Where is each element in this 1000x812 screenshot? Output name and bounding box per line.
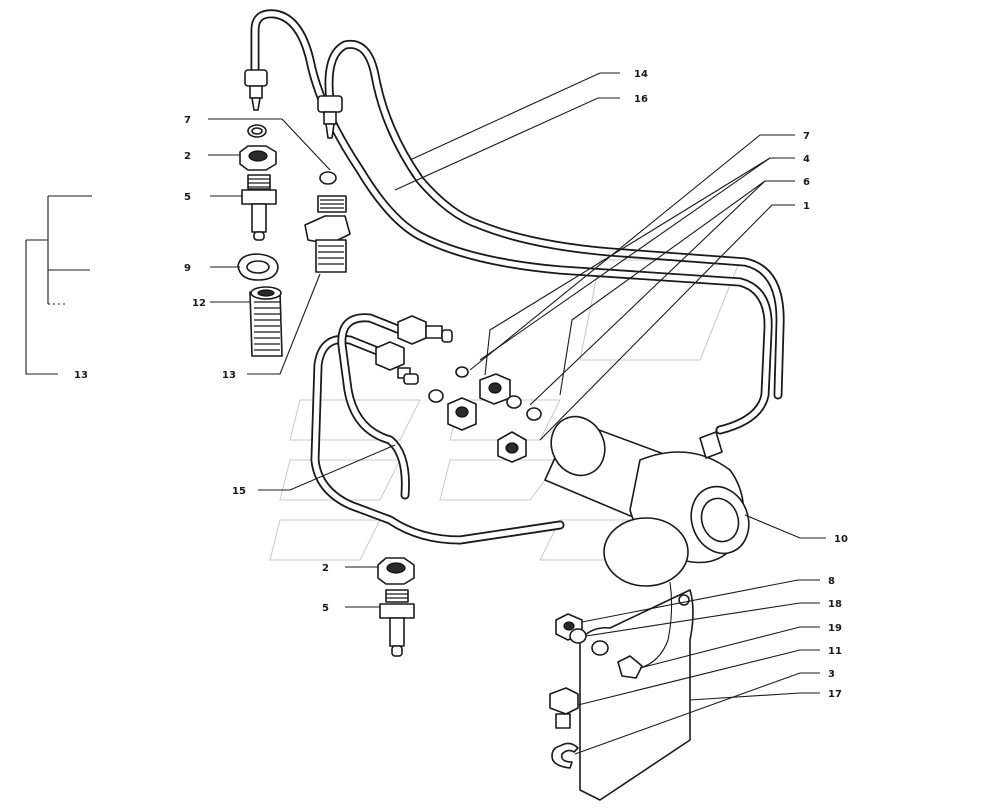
callout-11: 11 <box>828 646 842 657</box>
callout-6: 6 <box>803 177 810 188</box>
callout-13-left: 13 <box>74 370 88 381</box>
top-fitting-left <box>244 69 268 111</box>
callout-5-top: 5 <box>184 192 191 203</box>
screw-19 <box>617 655 643 679</box>
fuel-filter-10 <box>544 415 750 587</box>
callout-5-bottom: 5 <box>322 603 329 614</box>
callout-19: 19 <box>828 623 842 634</box>
banjo-bolts <box>428 366 542 463</box>
callout-2-bottom: 2 <box>322 563 329 574</box>
nut-2-top <box>239 145 277 171</box>
filter-sleeve-12 <box>249 286 283 357</box>
callout-9: 9 <box>184 263 191 274</box>
bolt-11 <box>549 687 579 729</box>
assembly-bracket-13 <box>25 195 92 375</box>
clip-3 <box>551 742 579 769</box>
callout-14: 14 <box>634 69 648 80</box>
filter-assembly-13 <box>304 195 351 273</box>
callout-10: 10 <box>834 534 848 545</box>
washer-7-top <box>247 124 267 138</box>
callout-12: 12 <box>192 298 206 309</box>
callout-2-top: 2 <box>184 151 191 162</box>
top-fitting-right <box>317 95 343 139</box>
callout-18: 18 <box>828 599 842 610</box>
callout-4: 4 <box>803 154 810 165</box>
callout-labels: 14 16 7 2 5 9 12 13 13 7 4 6 1 15 10 2 5… <box>74 69 848 700</box>
callout-1: 1 <box>803 201 810 212</box>
callout-7-left: 7 <box>184 115 191 126</box>
nut-2-bottom <box>377 557 415 585</box>
union-fittings <box>375 315 453 385</box>
callout-8: 8 <box>828 576 835 587</box>
callout-17: 17 <box>828 689 842 700</box>
washer-18 <box>569 628 587 644</box>
callout-13-right: 13 <box>222 370 236 381</box>
callout-15: 15 <box>232 486 246 497</box>
pipe-14 <box>250 9 773 435</box>
washer-7-side <box>319 171 337 185</box>
callout-7-right: 7 <box>803 131 810 142</box>
mounting-bracket-17 <box>579 581 694 801</box>
callout-16: 16 <box>634 94 648 105</box>
fitting-5-bottom <box>379 589 415 657</box>
leader-lines <box>208 72 826 755</box>
pipe-15 <box>310 313 565 545</box>
pipe-16 <box>324 39 785 400</box>
clamp-9 <box>237 253 279 281</box>
callout-3: 3 <box>828 669 835 680</box>
fitting-5-top <box>241 174 277 241</box>
